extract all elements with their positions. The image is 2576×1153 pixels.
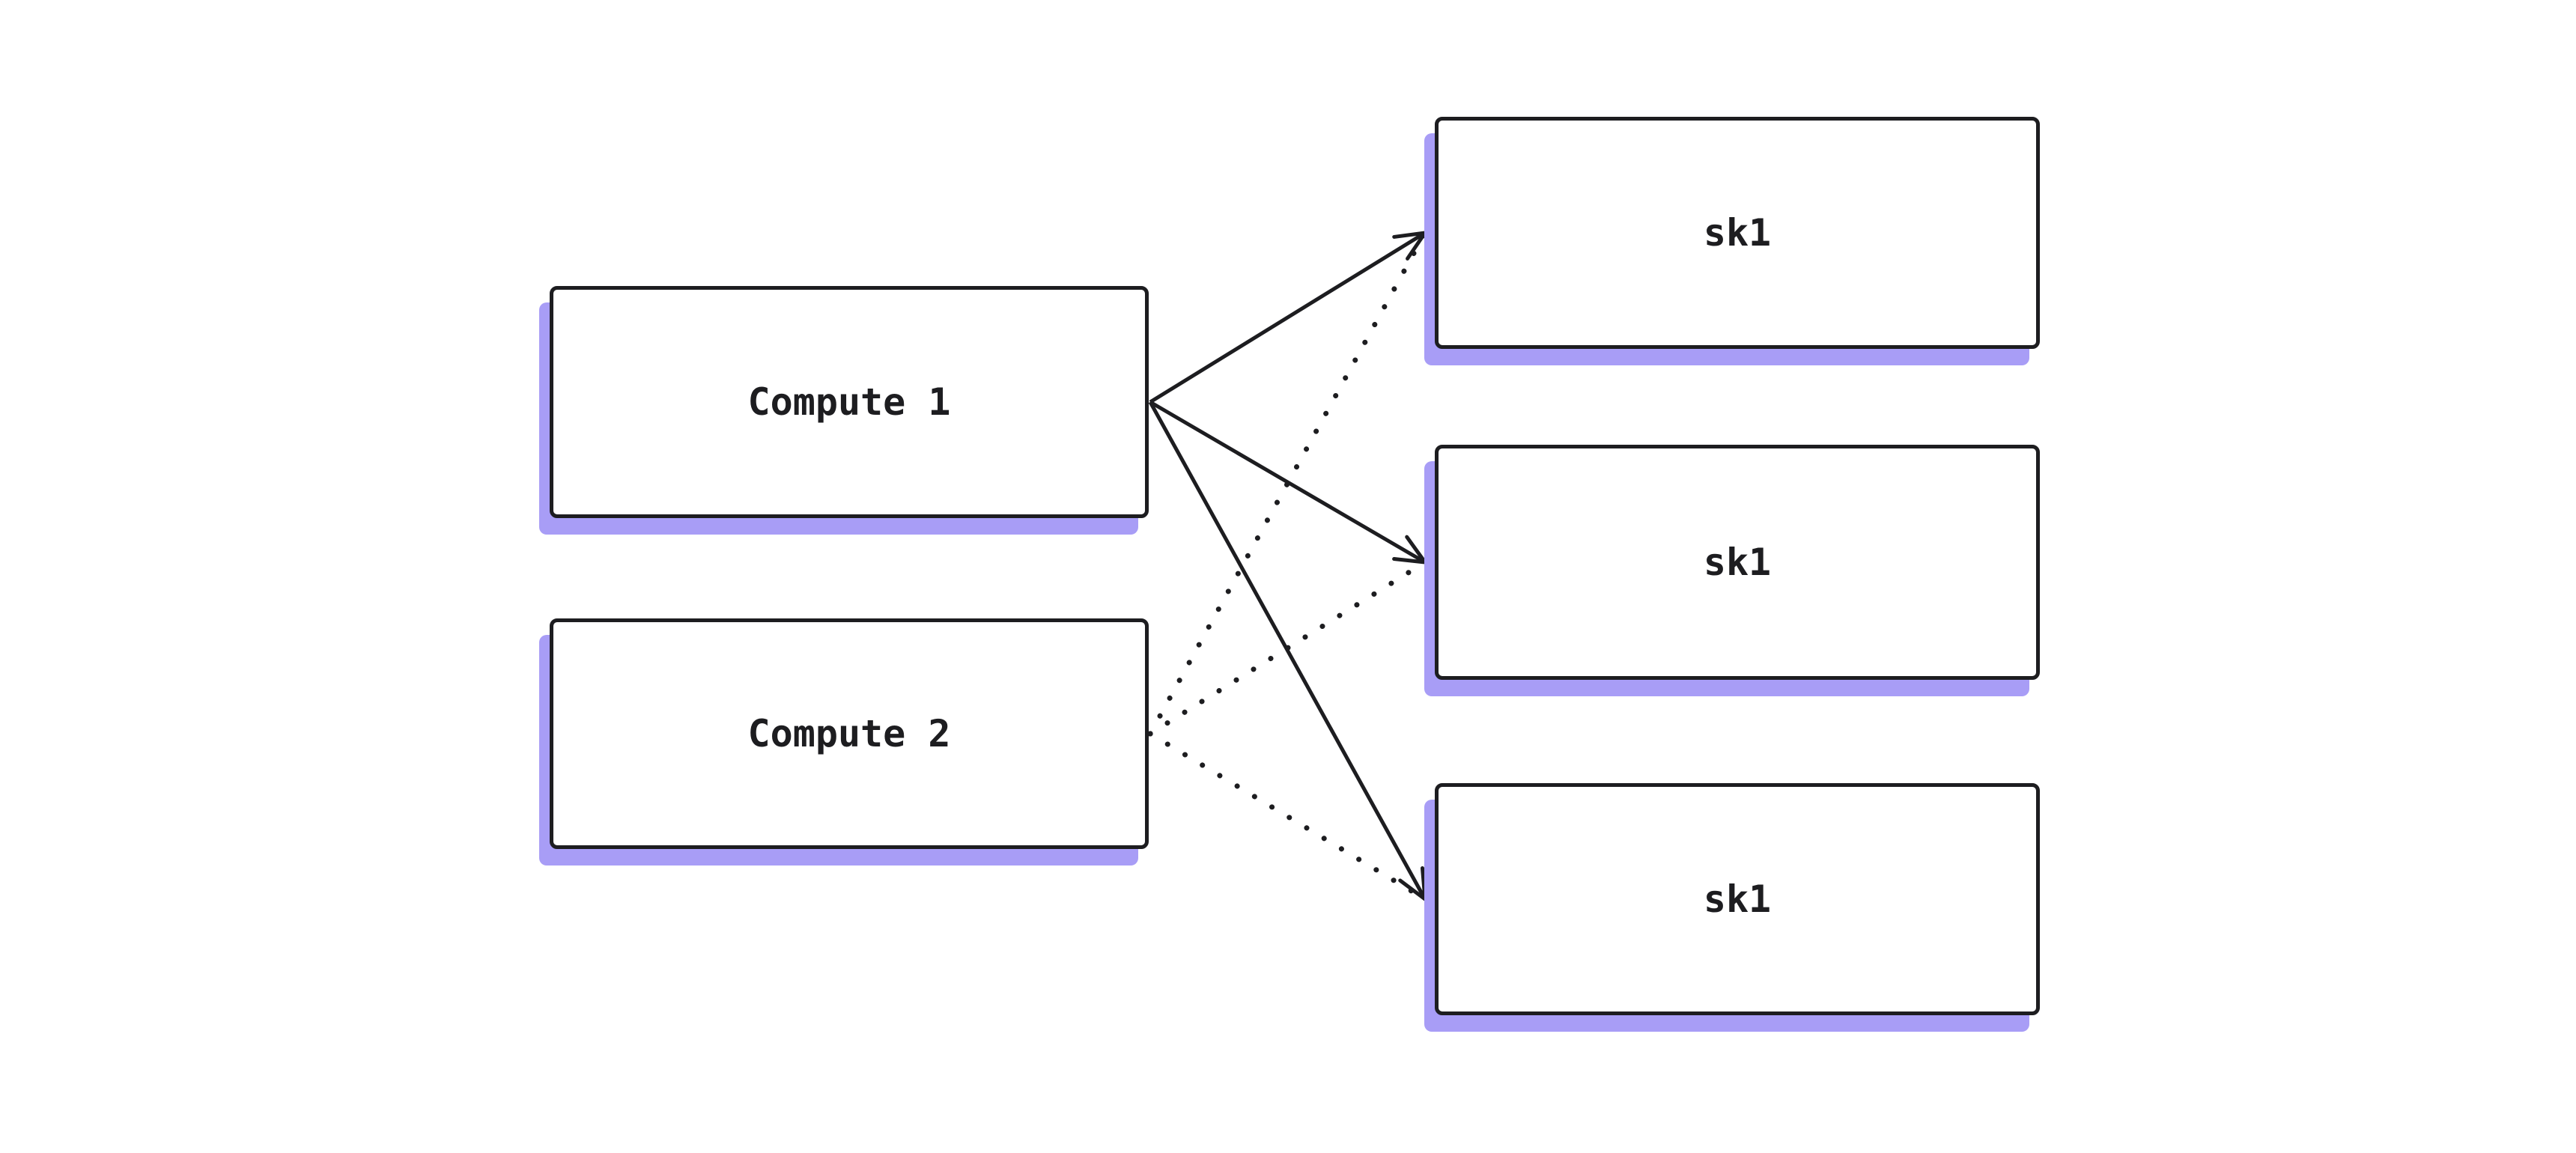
- edge-compute1-to-sk1_middle: [1149, 400, 1427, 565]
- node-compute-1-label: Compute 1: [747, 380, 951, 424]
- node-compute-2-label: Compute 2: [747, 712, 951, 755]
- node-sk1-top: sk1: [1435, 117, 2040, 349]
- node-sk1-bottom-label: sk1: [1703, 877, 1772, 921]
- edge-compute2-to-sk1_top: [1147, 230, 1428, 737]
- node-compute-1: Compute 1: [550, 286, 1149, 518]
- node-sk1-bottom: sk1: [1435, 783, 2040, 1015]
- node-compute-2: Compute 2: [550, 618, 1149, 849]
- node-sk1-middle-label: sk1: [1703, 541, 1772, 584]
- node-sk1-top-label: sk1: [1703, 211, 1772, 255]
- edge-compute1-to-sk1_top: [1149, 231, 1427, 404]
- edge-compute2-to-sk1_middle: [1147, 559, 1428, 737]
- edge-compute2-to-sk1_bottom: [1147, 731, 1428, 902]
- node-sk1-middle: sk1: [1435, 445, 2040, 680]
- edge-compute1-to-sk1_bottom: [1148, 401, 1427, 901]
